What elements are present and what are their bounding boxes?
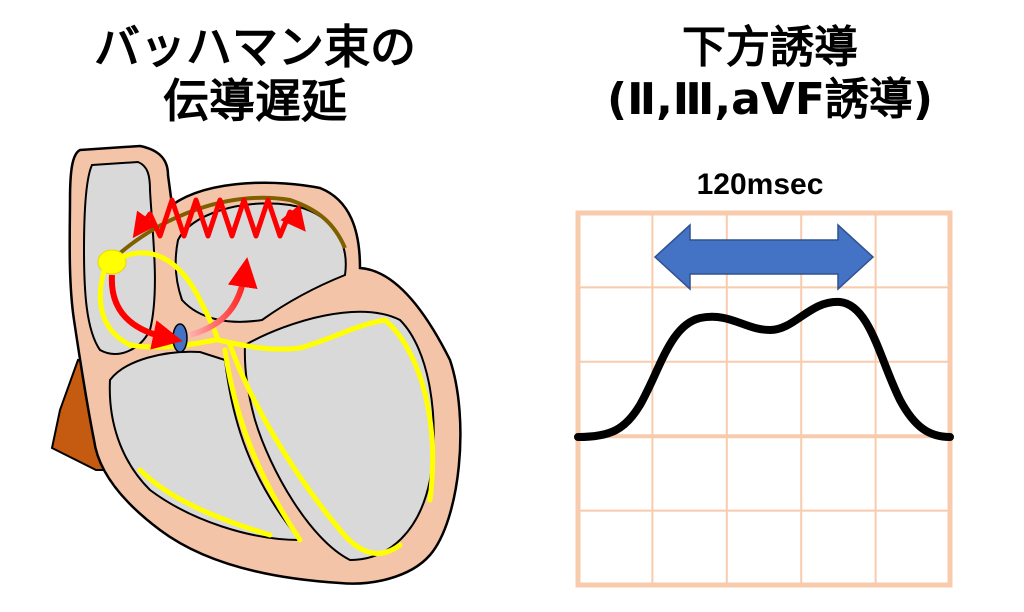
right-title: 下方誘導 (Ⅱ,Ⅲ,aVF誘導) bbox=[560, 22, 980, 126]
ecg-grid-border bbox=[575, 210, 953, 588]
heart-illustration bbox=[50, 144, 462, 585]
purkinje-fibers-right bbox=[137, 467, 273, 538]
purkinje-fibers-left bbox=[382, 317, 436, 503]
left-atrial-activation-arrow-icon bbox=[189, 257, 258, 338]
conduction-arrow-icon bbox=[108, 274, 183, 350]
ecg-grid bbox=[575, 210, 953, 588]
left-ventricle-chamber bbox=[243, 310, 435, 562]
right-title-line2: (Ⅱ,Ⅲ,aVF誘導) bbox=[606, 73, 934, 125]
left-bundle-branch bbox=[227, 342, 403, 556]
delay-wave-icon bbox=[132, 197, 306, 239]
left-title-line1: バッハマン束の bbox=[94, 20, 416, 74]
right-bundle-branch bbox=[222, 347, 303, 543]
left-title: バッハマン束の 伝導遅延 bbox=[30, 20, 480, 129]
p-waveform bbox=[574, 297, 954, 441]
internodal-pathway-2 bbox=[97, 265, 218, 350]
av-node bbox=[172, 323, 188, 353]
duration-arrow-icon bbox=[653, 223, 875, 291]
right-title-line1: 下方誘導 bbox=[682, 22, 858, 73]
left-title-line2: 伝導遅延 bbox=[163, 74, 347, 129]
duration-label: 120msec bbox=[696, 168, 824, 201]
bundle-of-his bbox=[215, 317, 388, 352]
